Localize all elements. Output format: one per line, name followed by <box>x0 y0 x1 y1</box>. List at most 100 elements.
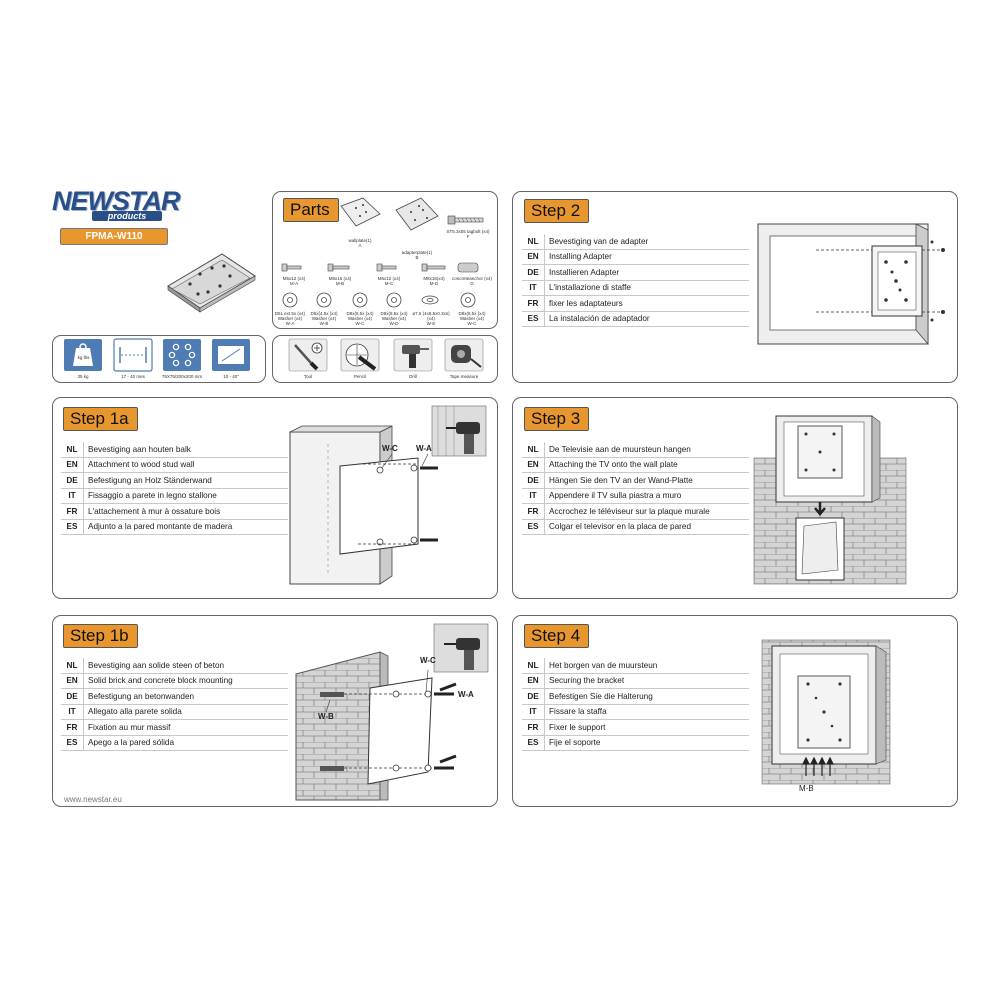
part-label-wallplate: wallplate(1) <box>348 238 372 243</box>
tool-screwdriver-label: Tool <box>303 374 313 379</box>
spec-weight-label: 35 kg <box>77 374 89 379</box>
step4-title: Step 4 <box>524 624 590 648</box>
weight-icon-text: kg lbs <box>77 355 90 360</box>
part-sub-adapterplate: B <box>415 255 419 260</box>
washers-row-drawing <box>282 292 476 308</box>
drill-icon <box>393 338 433 372</box>
part-label-wc: D8x(8.5x (x4) Washer (x4) <box>346 311 374 321</box>
step3-title: Step 3 <box>524 407 590 431</box>
step1a-illustration <box>289 405 487 585</box>
step1a-title: Step 1a <box>63 407 138 431</box>
part-label-ma: M5x12 (x4) <box>282 276 306 281</box>
part-sub-anchor: G <box>470 281 474 286</box>
part-label-wa: D5L ext 5x (x4) Washer (x4) <box>274 311 306 321</box>
part-sub-wd: W-D <box>389 321 399 326</box>
part-label-wd: D8x(8.5x (x4) Washer (x4) <box>380 311 408 321</box>
tagbolt-drawing <box>447 215 484 225</box>
part-sub-mc: M-C <box>384 281 394 286</box>
model-badge: FPMA-W110 <box>60 228 168 245</box>
part-label-wb: D5x(4.5x (x4) Washer (x4) <box>310 311 338 321</box>
part-label-adapterplate: adapterplate(1) <box>401 250 433 255</box>
tool-tape-label: Tape measure <box>449 374 479 379</box>
part-sub-ma: M-A <box>289 281 299 286</box>
part-label-we: ø7.5 (4x8.5x0.3xs) (x4) <box>412 311 450 321</box>
model-name: FPMA-W110 <box>85 231 143 242</box>
step1b-title: Step 1b <box>63 624 138 648</box>
tv-screen-icon <box>212 339 250 371</box>
product-image <box>167 253 256 313</box>
adapterplate-drawing <box>395 197 439 231</box>
step1b-illustration <box>295 623 489 801</box>
tool-drill-label: Drill <box>409 374 417 379</box>
step1b-label-wb: W-B <box>318 712 334 721</box>
part-sub-tagbolt: F <box>466 234 470 239</box>
parts-title: Parts <box>283 198 339 222</box>
part-label-md: M8x16(x4) <box>423 276 445 281</box>
part-label-anchor: concreteanchor (x4) <box>451 276 493 281</box>
part-sub-wb: W-B <box>319 321 329 326</box>
spec-vesa-label: 75X75/200x200 mm <box>161 374 203 379</box>
step1b-label-wa: W-A <box>458 690 474 699</box>
step1a-label-wc: W-C <box>382 444 398 453</box>
part-sub-wc2: W-C <box>467 321 477 326</box>
footer-url[interactable]: www.newstar.eu <box>64 795 122 804</box>
tape-measure-icon <box>444 338 484 372</box>
part-sub-wa: W-A <box>285 321 295 326</box>
part-sub-we: W-E <box>426 321 436 326</box>
part-label-wc2: D8x(8.5x (x4) Washer (x4) <box>458 311 486 321</box>
weight-icon <box>64 339 102 371</box>
wallplate-drawing <box>340 197 381 227</box>
step2-illustration <box>757 223 945 346</box>
part-label-tagbolt: ST5.3x55 tagbolt (x4) <box>446 229 490 234</box>
part-sub-mb: M-B <box>335 281 345 286</box>
pencil-icon <box>340 338 380 372</box>
screen-size-icon <box>113 338 153 372</box>
spec-screen-label: 10 - 40" <box>223 374 239 379</box>
logo-sub: products <box>92 211 162 221</box>
step1a-label-wa: W-A <box>416 444 432 453</box>
part-sub-wallplate: A <box>358 243 362 248</box>
part-label-mc: M6x12 (x4) <box>377 276 401 281</box>
vesa-pattern-icon <box>163 339 201 371</box>
part-sub-wc: W-C <box>355 321 365 326</box>
step2-title: Step 2 <box>524 199 590 223</box>
step1b-label-wc: W-C <box>420 656 436 665</box>
tool-pencil-label: Pencil <box>353 374 367 379</box>
part-sub-md: M-D <box>429 281 439 286</box>
screwdriver-icon <box>288 338 328 372</box>
step3-illustration <box>753 415 907 585</box>
